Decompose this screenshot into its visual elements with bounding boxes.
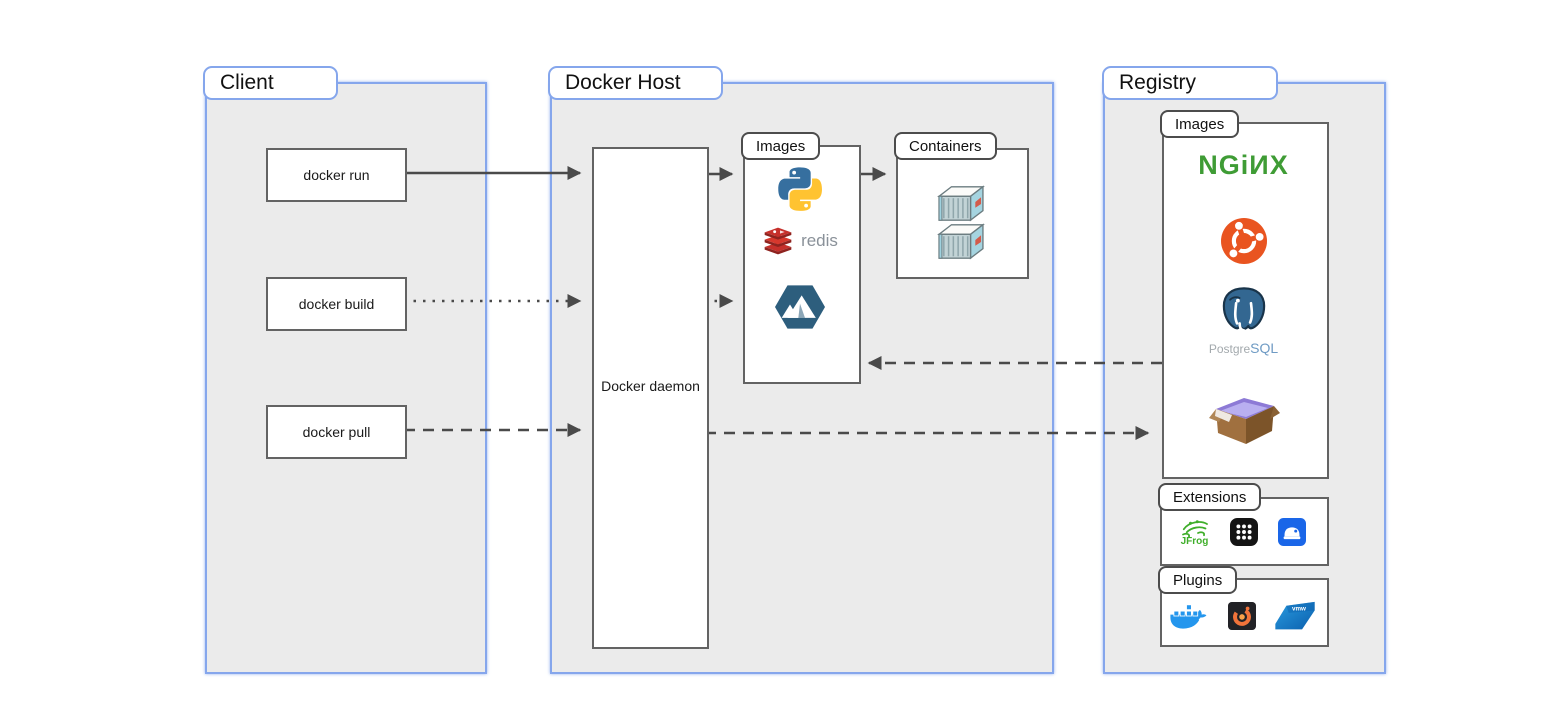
jfrog-label: JFrog	[1180, 536, 1209, 547]
python-logo-wrap	[743, 163, 857, 215]
redis-row: redis	[743, 226, 857, 256]
registry-images-label: Images	[1175, 115, 1225, 133]
container-icon-2	[896, 220, 1025, 262]
alpine-icon	[775, 285, 825, 329]
alpine-logo-wrap	[743, 285, 857, 329]
containers-label: Containers	[909, 137, 982, 155]
docker-pull-box: docker pull	[266, 405, 407, 459]
docker-daemon-box: Docker daemon	[592, 147, 709, 649]
docker-run-label: docker run	[303, 167, 370, 183]
jfrog-icon	[1181, 520, 1208, 538]
vmware-label: vmw	[1291, 606, 1305, 613]
client-section-label: Client	[220, 71, 274, 94]
redis-label: redis	[801, 231, 838, 250]
client-section-tab: Client	[203, 66, 338, 100]
plugins-label: Plugins	[1173, 571, 1223, 589]
shipping-container-icon	[936, 223, 985, 260]
registry-section-tab: Registry	[1102, 66, 1278, 100]
grid-app-icon	[1229, 517, 1258, 546]
busybox-logo-wrap	[1162, 388, 1325, 450]
registry-section-label: Registry	[1119, 71, 1197, 94]
postgresql-logo-wrap: PostgreSQL	[1162, 284, 1325, 357]
blue-app-icon	[1277, 517, 1306, 546]
postgresql-word-sql: SQL	[1250, 340, 1279, 356]
ubuntu-logo-wrap	[1162, 218, 1325, 264]
host-images-tab: Images	[741, 132, 821, 160]
docker-host-section-tab: Docker Host	[548, 66, 723, 100]
redis-icon	[764, 227, 792, 255]
jfrog-logo-wrap: JFrog	[1180, 516, 1210, 547]
docker-build-box: docker build	[266, 277, 407, 331]
postgresql-wordmark: PostgreSQL	[1209, 341, 1278, 357]
nginx-wordmark: NGiИX	[1198, 150, 1289, 180]
plugins-tab: Plugins	[1158, 566, 1238, 594]
shipping-container-icon	[936, 185, 985, 222]
registry-images-tab: Images	[1160, 110, 1240, 138]
vmware-icon: vmw	[1274, 601, 1315, 630]
extensions-label: Extensions	[1173, 488, 1247, 506]
extensions-tab: Extensions	[1158, 483, 1262, 511]
python-icon	[778, 167, 822, 211]
host-images-label: Images	[756, 137, 806, 155]
grafana-icon	[1227, 602, 1256, 630]
docker-daemon-label: Docker daemon	[601, 378, 700, 394]
docker-run-box: docker run	[266, 148, 407, 202]
docker-build-label: docker build	[298, 296, 375, 312]
nginx-logo-wrap: NGiИX	[1162, 150, 1325, 181]
postgresql-word-postgre: Postgre	[1208, 342, 1251, 356]
extensions-icons-row: JFrog	[1160, 516, 1325, 547]
container-icon-1	[896, 182, 1025, 224]
ubuntu-icon	[1220, 218, 1267, 264]
busybox-icon	[1208, 398, 1280, 444]
docker-pull-label: docker pull	[302, 424, 371, 440]
docker-whale-icon	[1169, 604, 1206, 629]
plugins-icons-row: vmw	[1160, 600, 1325, 632]
containers-tab: Containers	[894, 132, 997, 160]
postgresql-icon	[1222, 287, 1265, 332]
docker-host-section-label: Docker Host	[565, 71, 681, 94]
